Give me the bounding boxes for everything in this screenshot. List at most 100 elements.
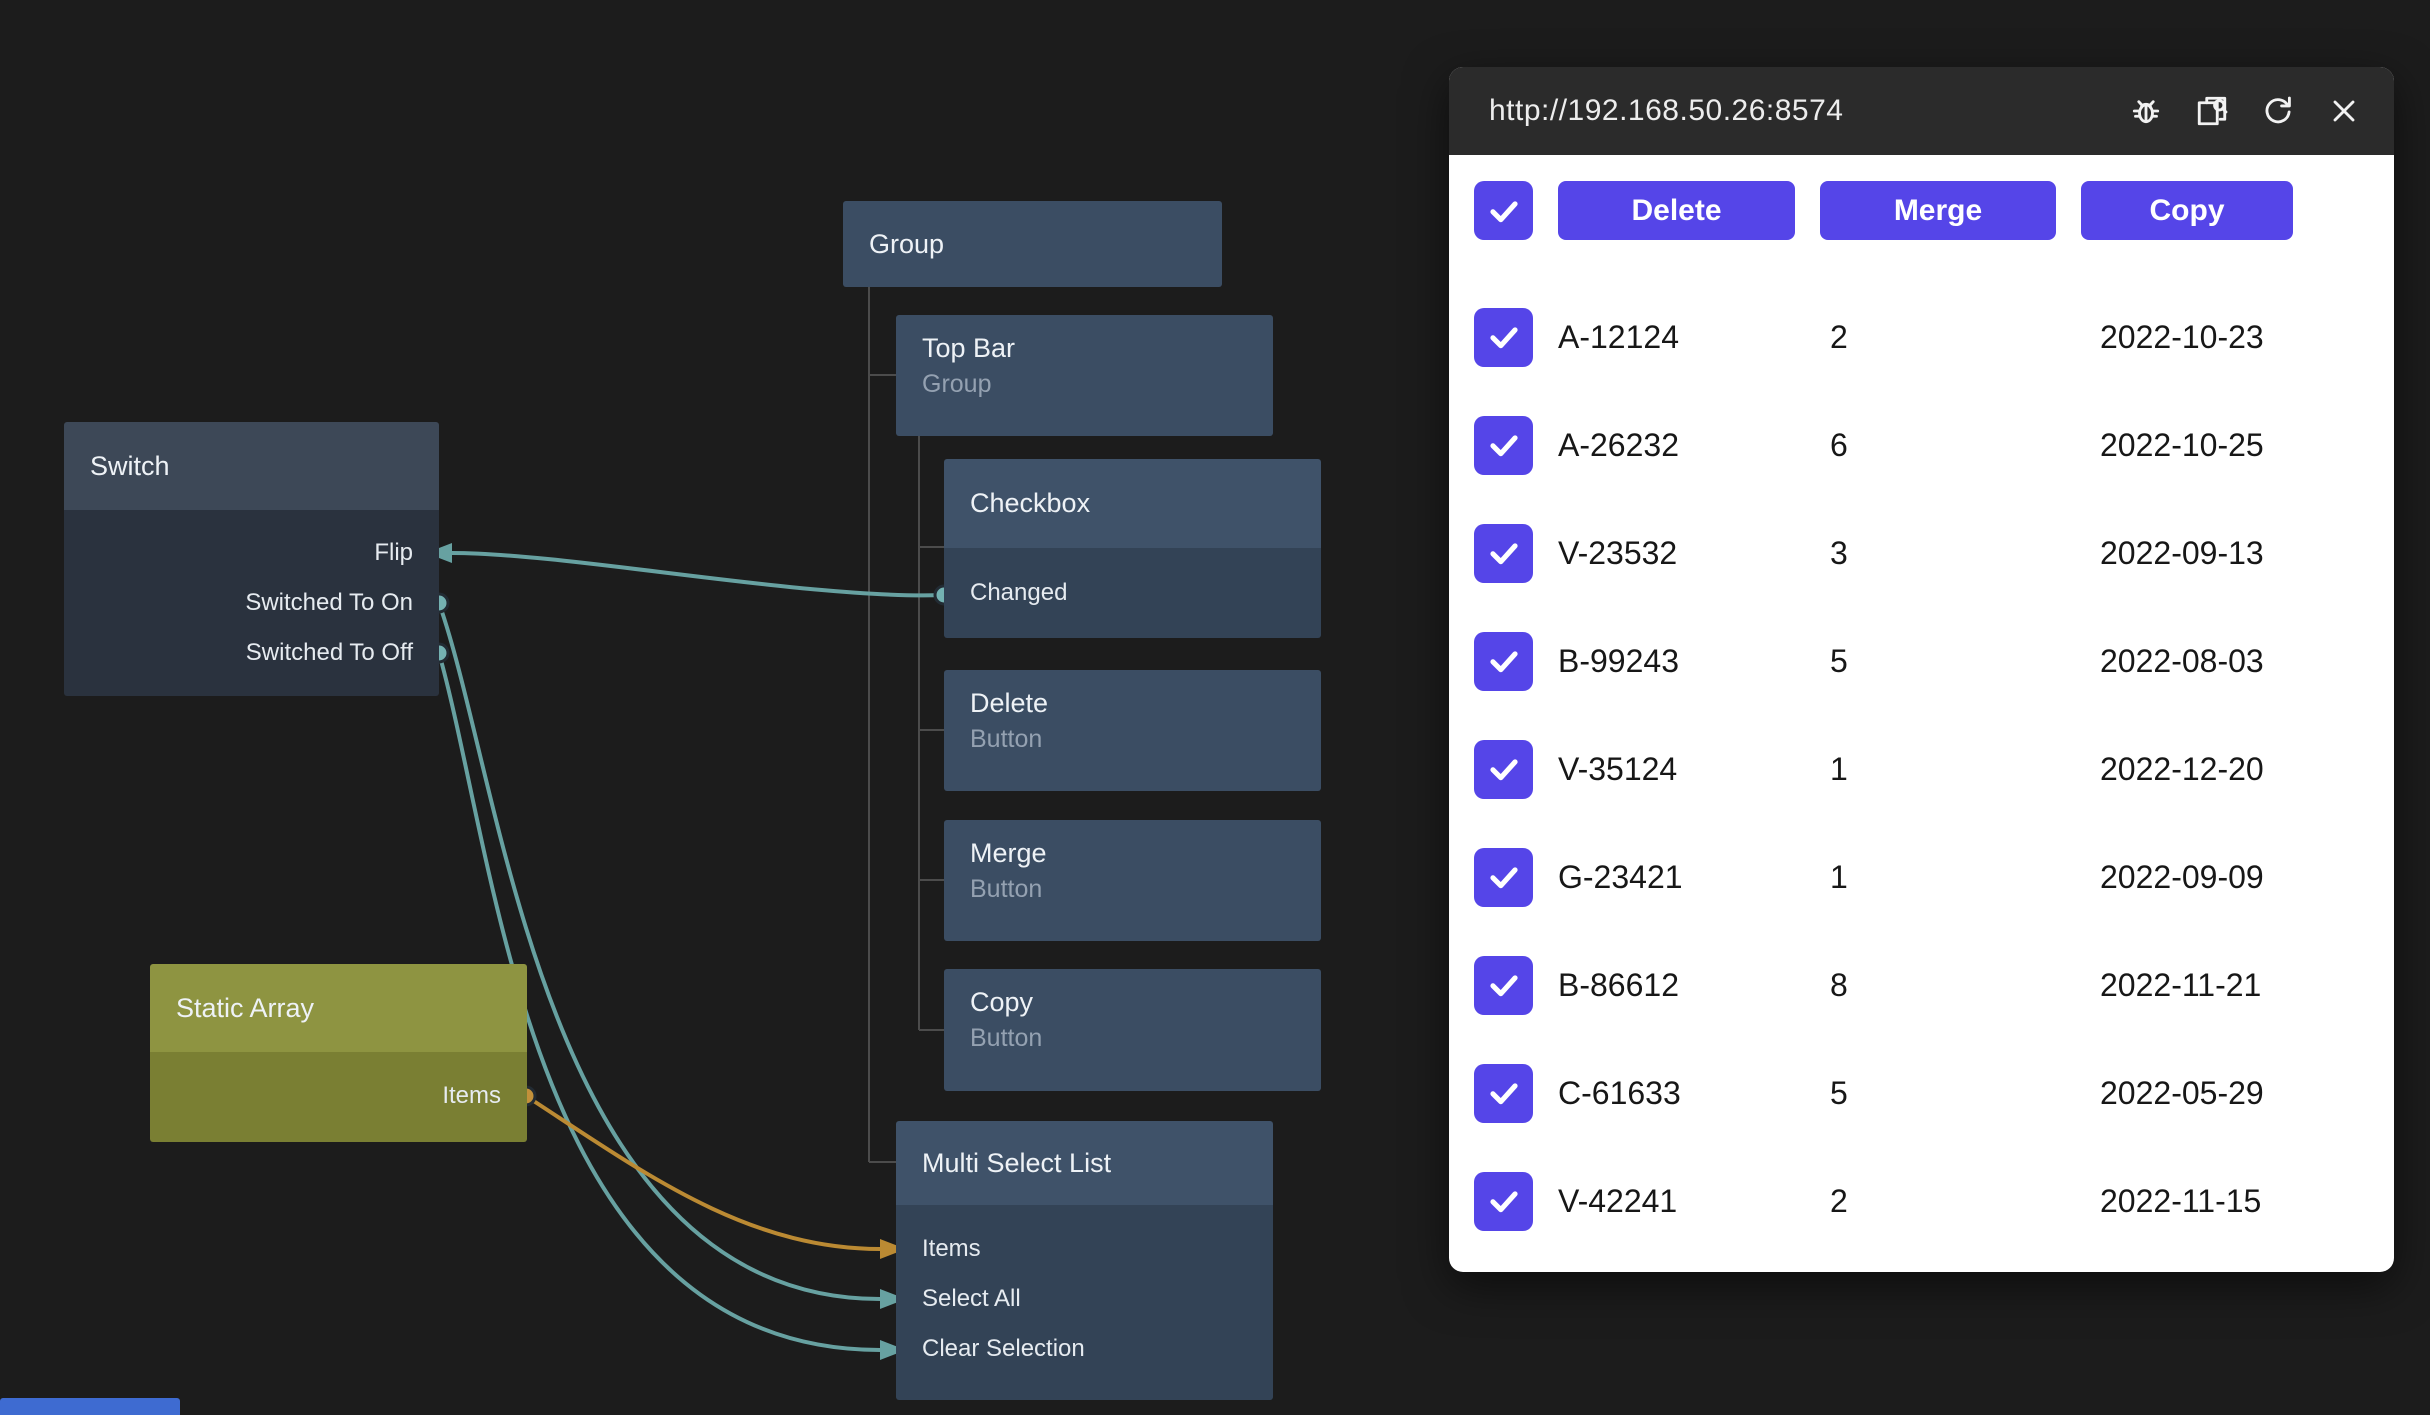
row-count: 1: [1830, 858, 1848, 895]
browser-preview-panel: http://192.168.50.26:8574: [1449, 67, 2394, 1272]
row-id: A-26232: [1558, 426, 1679, 463]
node-merge[interactable]: Merge Button: [944, 820, 1321, 941]
row-count: 2: [1830, 1182, 1848, 1219]
merge-button[interactable]: Merge: [1820, 181, 2056, 240]
check-icon: [1489, 867, 1518, 889]
close-icon[interactable]: [2324, 91, 2364, 131]
port-clear-selection-label[interactable]: Clear Selection: [922, 1335, 1085, 1362]
row-id: G-23421: [1558, 858, 1683, 895]
port-items-label[interactable]: Items: [922, 1235, 981, 1262]
row-id: A-12124: [1558, 318, 1679, 355]
node-static-array[interactable]: Static Array Items: [150, 964, 527, 1142]
row-checkbox[interactable]: [1474, 631, 1533, 691]
copy-button[interactable]: Copy: [2081, 181, 2293, 240]
table-row: A-12124 2 2022-10-23: [1474, 283, 2394, 391]
node-copy-title: Copy: [970, 987, 1034, 1017]
check-icon: [1489, 200, 1518, 222]
record-list: A-12124 2 2022-10-23 A-26232 6 2022-10-2…: [1474, 283, 2394, 1255]
port-select-all-label[interactable]: Select All: [922, 1285, 1021, 1312]
toolbar: Delete Merge Copy: [1474, 181, 2394, 240]
browser-content: Delete Merge Copy A-12124 2 2022-10-23 A…: [1449, 155, 2394, 1255]
port-array-items-label[interactable]: Items: [442, 1082, 501, 1109]
row-id: V-23532: [1558, 534, 1678, 571]
row-id: B-86612: [1558, 966, 1679, 1003]
node-multi-select-list-title: Multi Select List: [896, 1121, 1273, 1205]
row-checkbox[interactable]: [1474, 1063, 1533, 1123]
check-icon: [1489, 1191, 1518, 1213]
browser-header: http://192.168.50.26:8574: [1449, 67, 2394, 155]
node-delete[interactable]: Delete Button: [944, 670, 1321, 791]
row-count: 3: [1830, 534, 1848, 571]
check-icon: [1489, 327, 1518, 349]
node-delete-title: Delete: [970, 688, 1049, 718]
row-checkbox[interactable]: [1474, 955, 1533, 1015]
port-changed-label[interactable]: Changed: [970, 579, 1068, 606]
row-count: 1: [1830, 750, 1848, 787]
row-checkbox[interactable]: [1474, 415, 1533, 475]
wire-changed-to-flip: [451, 551, 945, 598]
row-date: 2022-11-21: [2100, 966, 2262, 1003]
row-date: 2022-10-25: [2100, 426, 2264, 463]
url-text[interactable]: http://192.168.50.26:8574: [1489, 94, 1844, 127]
row-checkbox[interactable]: [1474, 847, 1533, 907]
port-switched-off-label[interactable]: Switched To Off: [245, 639, 413, 666]
node-copy[interactable]: Copy Button: [944, 969, 1321, 1091]
partial-blue-node[interactable]: [0, 1398, 180, 1415]
table-row: V-23532 3 2022-09-13: [1474, 499, 2394, 607]
node-copy-subtitle: Button: [970, 1024, 1043, 1052]
table-row: B-99243 5 2022-08-03: [1474, 607, 2394, 715]
refresh-icon[interactable]: [2258, 91, 2298, 131]
port-switched-on-label[interactable]: Switched To On: [245, 589, 413, 616]
table-row: A-26232 6 2022-10-25: [1474, 391, 2394, 499]
table-row: G-23421 1 2022-09-09: [1474, 823, 2394, 931]
row-id: C-61633: [1558, 1074, 1681, 1111]
row-count: 6: [1830, 426, 1848, 463]
check-icon: [1489, 975, 1518, 997]
wire-on-to-select-all: [437, 602, 881, 1301]
row-checkbox[interactable]: [1474, 523, 1533, 583]
row-date: 2022-09-09: [2100, 858, 2264, 895]
table-row: V-35124 1 2022-12-20: [1474, 715, 2394, 823]
row-date: 2022-08-03: [2100, 642, 2264, 679]
row-count: 5: [1830, 642, 1848, 679]
bug-icon[interactable]: [2126, 91, 2166, 131]
row-id: V-42241: [1558, 1182, 1678, 1219]
row-count: 5: [1830, 1074, 1848, 1111]
row-date: 2022-11-15: [2100, 1182, 2262, 1219]
inspect-icon[interactable]: [2192, 91, 2232, 131]
table-row: B-86612 8 2022-11-21: [1474, 931, 2394, 1039]
node-group[interactable]: Group: [843, 201, 1222, 287]
row-count: 2: [1830, 318, 1848, 355]
node-switch[interactable]: Switch Flip Switched To On Switched To O…: [64, 422, 439, 696]
node-switch-title: Switch: [64, 422, 439, 510]
node-top-bar-title: Top Bar: [922, 333, 1016, 363]
node-multi-select-list[interactable]: Multi Select List Items Select All Clear…: [896, 1121, 1273, 1400]
check-icon: [1489, 759, 1518, 781]
row-date: 2022-05-29: [2100, 1074, 2264, 1111]
node-checkbox[interactable]: Checkbox Changed: [944, 459, 1321, 638]
table-row: C-61633 5 2022-05-29: [1474, 1039, 2394, 1147]
node-merge-subtitle: Button: [970, 875, 1043, 903]
node-static-array-title: Static Array: [150, 964, 527, 1052]
row-checkbox[interactable]: [1474, 739, 1533, 799]
port-flip-label[interactable]: Flip: [374, 539, 413, 566]
row-id: V-35124: [1558, 750, 1678, 787]
node-checkbox-title: Checkbox: [944, 459, 1321, 548]
row-date: 2022-10-23: [2100, 318, 2264, 355]
row-id: B-99243: [1558, 642, 1679, 679]
check-icon: [1489, 543, 1518, 565]
node-delete-subtitle: Button: [970, 725, 1043, 753]
wire-items-to-items: [524, 1094, 881, 1251]
check-icon: [1489, 1083, 1518, 1105]
node-merge-title: Merge: [970, 838, 1047, 868]
row-count: 8: [1830, 966, 1848, 1003]
table-row: V-42241 2 2022-11-15: [1474, 1147, 2394, 1255]
row-checkbox[interactable]: [1474, 307, 1533, 367]
select-all-checkbox[interactable]: [1474, 181, 1533, 240]
delete-button[interactable]: Delete: [1558, 181, 1795, 240]
row-date: 2022-12-20: [2100, 750, 2264, 787]
row-date: 2022-09-13: [2100, 534, 2264, 571]
node-top-bar[interactable]: Top Bar Group: [896, 315, 1273, 436]
row-checkbox[interactable]: [1474, 1171, 1533, 1231]
